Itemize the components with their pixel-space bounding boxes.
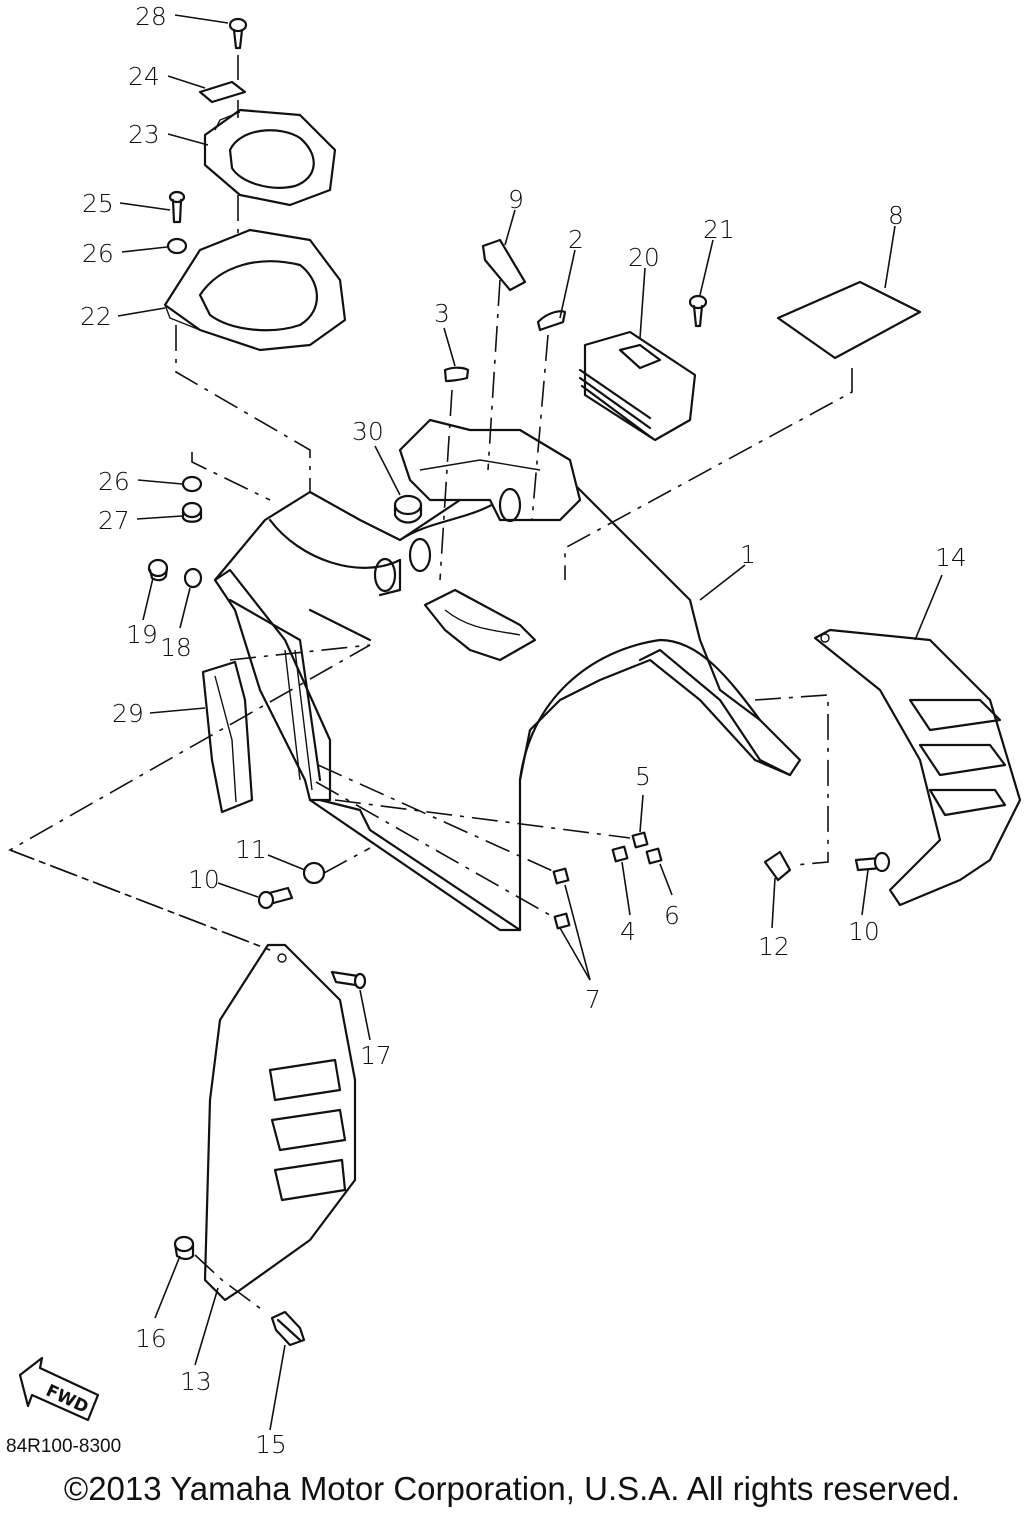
bolt-part-17 (330, 970, 367, 990)
collar-part-26 (181, 475, 203, 493)
callout-5: 5 (635, 762, 651, 791)
screw-part-28 (228, 17, 248, 50)
drawing-code: 84R100-8300 (6, 1436, 122, 1457)
callout-30: 30 (352, 417, 384, 446)
callout-7: 7 (585, 985, 601, 1014)
copyright-notice: ©2013 Yamaha Motor Corporation, U.S.A. A… (63, 1470, 961, 1507)
pad-part-5 (631, 831, 649, 849)
nut-part-16 (173, 1235, 195, 1261)
callout-14: 14 (935, 543, 967, 572)
callout-2: 2 (568, 225, 584, 254)
band-part-2 (536, 310, 567, 332)
callout-10-right: 10 (848, 917, 880, 946)
callout-1: 1 (740, 540, 756, 569)
callout-28: 28 (135, 2, 167, 31)
collar-part-19 (147, 558, 169, 582)
callout-12: 12 (758, 932, 790, 961)
callout-13: 13 (180, 1367, 212, 1396)
callout-26: 26 (98, 467, 130, 496)
callout-11: 11 (235, 835, 267, 864)
side-cover-part-14 (813, 628, 1022, 907)
callout-26-top: 26 (82, 239, 114, 268)
callout-20: 20 (628, 243, 660, 272)
decal-part-8 (776, 280, 922, 360)
bracket-part-29 (201, 660, 254, 814)
cover-part-20 (578, 330, 697, 442)
pad-part-4 (611, 845, 629, 863)
collar-part-11 (302, 861, 326, 885)
callout-6: 6 (664, 901, 680, 930)
callout-17: 17 (360, 1041, 392, 1070)
bolt-part-10-right (854, 851, 891, 873)
band-part-9 (481, 238, 527, 292)
callout-18: 18 (160, 633, 192, 662)
clip-part-21 (688, 294, 708, 328)
callout-8: 8 (888, 201, 904, 230)
bracket-part-22 (163, 228, 347, 352)
pad-part-7-top (552, 867, 570, 885)
callout-27: 27 (98, 506, 130, 535)
callout-labels: 28 24 23 25 26 22 9 2 20 21 8 3 30 26 27… (80, 2, 967, 1459)
callout-15: 15 (255, 1430, 287, 1459)
side-cover-part-13 (203, 943, 357, 1302)
bolt-part-25 (168, 190, 186, 224)
cap-part-30 (393, 494, 423, 524)
bolt-part-10-left (257, 886, 294, 910)
pad-part-7-bottom (553, 912, 571, 930)
bolt-part-15 (270, 1310, 306, 1347)
plate-part-24 (198, 80, 247, 104)
callout-4: 4 (620, 917, 636, 946)
assembly-lines (8, 55, 853, 1313)
callout-10-left: 10 (188, 865, 220, 894)
callout-25: 25 (82, 189, 114, 218)
callout-3: 3 (434, 299, 450, 328)
nut-part-27 (181, 501, 203, 523)
washer-part-18 (183, 567, 203, 589)
callout-16: 16 (135, 1324, 167, 1353)
nut-part-12 (763, 850, 792, 882)
callout-21: 21 (703, 215, 735, 244)
forward-arrow-icon: FWD (18, 1356, 100, 1422)
callout-24: 24 (128, 62, 160, 91)
leader-lines (117, 14, 943, 1431)
callout-22: 22 (80, 302, 112, 331)
bracket-part-23 (203, 108, 337, 207)
front-fender-part (213, 418, 802, 932)
callout-9: 9 (508, 185, 524, 214)
band-part-3 (443, 366, 470, 383)
callout-23: 23 (128, 120, 160, 149)
callout-19: 19 (126, 620, 158, 649)
pad-part-6 (645, 847, 663, 865)
collar-part-26-top (166, 237, 188, 255)
callout-29: 29 (112, 699, 144, 728)
